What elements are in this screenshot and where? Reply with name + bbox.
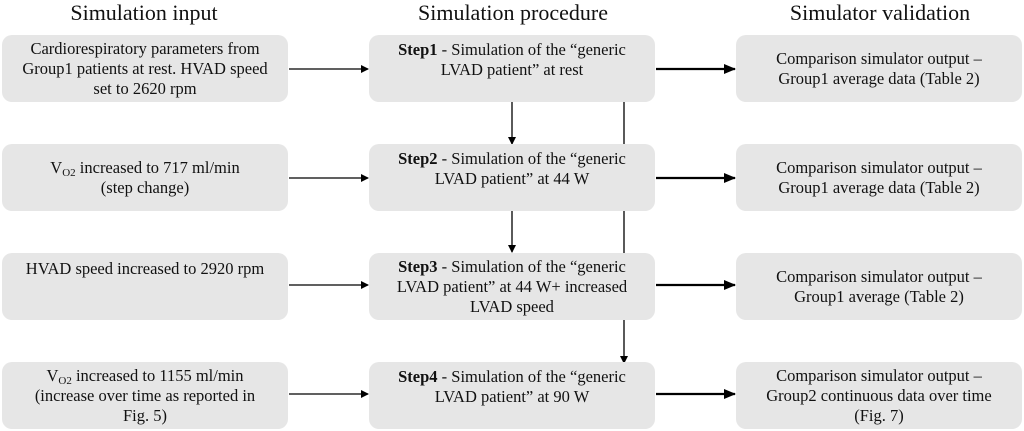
vo2-symbol: V	[50, 157, 63, 177]
validation-1-line-1: Comparison simulator output –	[776, 48, 982, 68]
input-2-line-1: VO2 increased to 717 ml/min	[50, 157, 240, 179]
step-1-text: - Simulation of the “generic	[437, 40, 626, 59]
step-4-line-1: Step4 - Simulation of the “generic	[398, 367, 626, 387]
validation-3-line-1: Comparison simulator output –	[776, 266, 982, 286]
validation-box-2: Comparison simulator output – Group1 ave…	[736, 144, 1022, 211]
step-2-line-1: Step2 - Simulation of the “generic	[398, 149, 626, 169]
step-1-line-1: Step1 - Simulation of the “generic	[398, 40, 626, 60]
input-box-2: VO2 increased to 717 ml/min (step change…	[2, 144, 288, 211]
input-4-line-2: (increase over time as reported in	[34, 385, 256, 405]
input-3-line-1: HVAD speed increased to 2920 rpm	[25, 259, 265, 278]
validation-4-line-3: (Fig. 7)	[854, 405, 904, 425]
validation-4-line-2: Group2 continuous data over time	[766, 385, 992, 405]
input-2-text: increased to 717 ml/min	[75, 157, 240, 177]
vo2-symbol: V	[46, 365, 59, 385]
step-3-line-1: Step3 - Simulation of the “generic	[397, 257, 627, 277]
step-2-label: Step2	[398, 149, 438, 168]
input-4-line-1: VO2 increased to 1155 ml/min	[35, 365, 255, 387]
validation-2-line-1: Comparison simulator output –	[776, 157, 982, 177]
input-1-line-2: Group1 patients at rest. HVAD speed	[22, 58, 268, 78]
step-4-label: Step4	[398, 367, 438, 386]
input-1-line-3: set to 2620 rpm	[93, 78, 197, 98]
vo2-subscript: O2	[58, 374, 72, 387]
step-4-line-2: LVAD patient” at 90 W	[434, 387, 590, 406]
step-1-label: Step1	[398, 40, 438, 59]
validation-box-3: Comparison simulator output – Group1 ave…	[736, 253, 1022, 320]
input-4-text: increased to 1155 ml/min	[71, 365, 244, 385]
input-4-line-3: Fig. 5)	[122, 405, 167, 425]
step-2-text: - Simulation of the “generic	[437, 149, 626, 168]
input-1-line-1: Cardiorespiratory parameters from	[30, 38, 260, 58]
title-simulation-input: Simulation input	[70, 0, 218, 25]
step-box-2: Step2 - Simulation of the “generic LVAD …	[369, 144, 655, 211]
step-3-line-3: LVAD speed	[470, 297, 554, 316]
title-simulation-procedure: Simulation procedure	[417, 0, 608, 25]
input-box-4: VO2 increased to 1155 ml/min (increase o…	[2, 362, 288, 429]
validation-4-line-1: Comparison simulator output –	[776, 365, 982, 385]
validation-box-4: Comparison simulator output – Group2 con…	[736, 362, 1022, 429]
step-2-line-2: LVAD patient” at 44 W	[434, 169, 590, 188]
validation-2-line-2: Group1 average data (Table 2)	[778, 177, 980, 197]
step-3-label: Step3	[398, 257, 438, 276]
step-3-text: - Simulation of the “generic	[437, 257, 626, 276]
step-box-4: Step4 - Simulation of the “generic LVAD …	[369, 362, 655, 429]
step-1-line-2: LVAD patient” at rest	[440, 60, 584, 79]
step-3-line-2: LVAD patient” at 44 W+ increased	[396, 277, 628, 296]
vo2-subscript: O2	[62, 166, 76, 179]
validation-1-line-2: Group1 average data (Table 2)	[778, 68, 980, 88]
step-box-1: Step1 - Simulation of the “generic LVAD …	[369, 35, 655, 102]
input-box-1: Cardiorespiratory parameters from Group1…	[2, 35, 288, 102]
step-4-text: - Simulation of the “generic	[437, 367, 626, 386]
step-box-3: Step3 - Simulation of the “generic LVAD …	[369, 253, 655, 320]
validation-box-1: Comparison simulator output – Group1 ave…	[736, 35, 1022, 102]
title-simulator-validation: Simulator validation	[789, 0, 971, 25]
input-box-3: HVAD speed increased to 2920 rpm	[2, 253, 288, 320]
input-2-line-2: (step change)	[100, 177, 190, 197]
validation-3-line-2: Group1 average (Table 2)	[794, 286, 964, 306]
